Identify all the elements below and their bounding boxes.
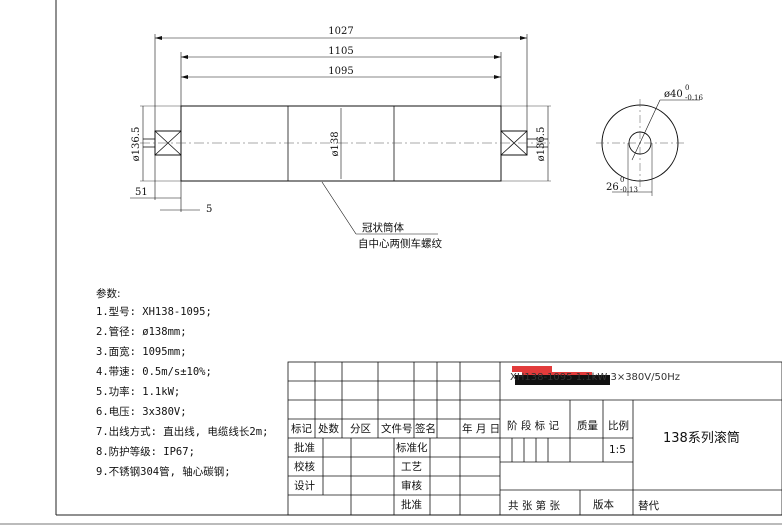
label-design: 设计	[294, 480, 315, 492]
part-name: 138系列滚筒	[663, 431, 740, 446]
param-item: 4.带速: 0.5m/s±10%;	[96, 366, 212, 378]
label-approve-mid: 批准	[401, 499, 422, 511]
parameters-title: 参数:	[96, 288, 121, 300]
hdr-zone: 分区	[350, 423, 371, 435]
dim-bore-tol-upper: 0	[685, 84, 689, 92]
dim-left-offset: 51	[135, 187, 148, 198]
param-item: 3.面宽: 1095mm;	[96, 346, 187, 358]
param-item: 2.管径: ø138mm;	[96, 326, 187, 338]
dim-small-gap: 5	[206, 204, 212, 215]
dim-flat-tol-upper: 0	[620, 176, 624, 184]
label-standard: 标准化	[396, 442, 428, 454]
roller-side-view	[596, 99, 700, 196]
sheet-count: 共 张 第 张	[508, 500, 561, 512]
parameters-list: 参数: 1.型号: XH138-1095; 2.管径: ø138mm; 3.面宽…	[96, 284, 268, 482]
scale-value: 1:5	[609, 444, 626, 456]
hdr-count: 处数	[318, 423, 339, 435]
callout-line-1: 冠状筒体	[362, 221, 404, 234]
dim-overall-1: 1027	[328, 26, 353, 37]
param-item: 6.电压: 3x380V;	[96, 406, 187, 418]
dim-right-diameter: ø136.5	[536, 127, 547, 162]
title-block-grid	[287, 361, 782, 516]
dim-face-width: 1095	[328, 66, 353, 77]
dim-center-diameter: ø138	[330, 131, 341, 156]
param-item: 1.型号: XH138-1095;	[96, 306, 212, 318]
label-version: 版本	[593, 499, 614, 511]
label-weight: 质量	[577, 420, 598, 432]
label-check: 校核	[294, 461, 315, 473]
callout-line-2: 自中心两侧车螺纹	[358, 237, 442, 250]
dim-bore-diameter: ø40	[664, 89, 683, 100]
redaction-marks	[512, 366, 610, 385]
label-process: 工艺	[401, 461, 422, 473]
roller-front-view	[130, 34, 551, 235]
dim-left-diameter: ø136.5	[131, 127, 142, 162]
hdr-date: 年 月 日	[462, 423, 501, 435]
dim-bore-tol-lower: -0.16	[685, 94, 703, 102]
param-item: 9.不锈钢304管, 轴心碳钢;	[96, 466, 231, 478]
param-item: 5.功率: 1.1kW;	[96, 386, 181, 398]
spec-text: XH138-1095 1.1kW 3×380V/50Hz	[510, 372, 680, 383]
dim-flat-width: 26	[606, 182, 619, 193]
hdr-sign: 签名	[415, 423, 436, 435]
label-replace: 替代	[638, 500, 659, 512]
hdr-file: 文件号	[381, 423, 413, 435]
hdr-mark: 标记	[291, 423, 312, 435]
param-item: 7.出线方式: 直出线, 电缆线长2m;	[96, 426, 269, 438]
label-scale: 比例	[608, 420, 629, 432]
param-item: 8.防护等级: IP67;	[96, 446, 195, 458]
dim-overall-2: 1105	[328, 46, 353, 57]
label-stage: 阶 段 标 记	[507, 420, 560, 432]
label-review: 审核	[401, 480, 422, 492]
dim-flat-tol-lower: -0.13	[620, 186, 638, 194]
label-approve-left: 批准	[294, 442, 315, 454]
